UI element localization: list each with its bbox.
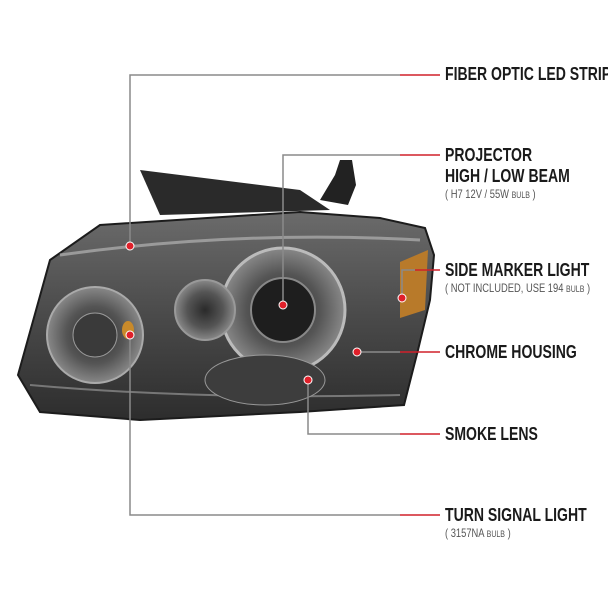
- projector-beam-label: HIGH / LOW BEAM: [445, 166, 570, 186]
- note-small: BULB: [566, 284, 585, 294]
- side-marker-dot: [397, 293, 407, 303]
- side-marker-lens: [400, 250, 428, 318]
- smoke-lens-label: SMOKE LENS: [445, 424, 538, 444]
- turn-signal-label: TURN SIGNAL LIGHT: [445, 505, 587, 525]
- fiber-optic-label: FIBER OPTIC LED STRIPS: [445, 64, 608, 84]
- note-text: ( NOT INCLUDED, USE 194: [445, 281, 564, 295]
- note-text: ( 3157NA: [445, 526, 485, 540]
- chrome-housing-label: CHROME HOUSING: [445, 342, 577, 362]
- chrome-housing-marker-dot: [352, 347, 362, 357]
- projector-marker-dot: [278, 300, 288, 310]
- projector-callout: PROJECTOR HIGH / LOW BEAM ( H7 12V / 55W…: [445, 145, 570, 202]
- note-text: ( H7 12V / 55W: [445, 187, 509, 201]
- note-small: BULB: [486, 529, 505, 539]
- side-marker-callout: SIDE MARKER LIGHT ( NOT INCLUDED, USE 19…: [445, 260, 590, 296]
- projector-bulb-note: ( H7 12V / 55W BULB ): [445, 187, 570, 202]
- turn-signal-callout: TURN SIGNAL LIGHT ( 3157NA BULB ): [445, 505, 587, 541]
- note-close: ): [586, 281, 591, 295]
- note-close: ): [532, 187, 536, 201]
- fiber-optic-marker-dot: [125, 241, 135, 251]
- led-strip: [59, 235, 421, 257]
- note-small: BULB: [511, 190, 530, 200]
- turn-signal-bulb-note: ( 3157NA BULB ): [445, 526, 587, 541]
- note-close: ): [507, 526, 511, 540]
- mounting-bracket: [140, 160, 356, 215]
- smoke-lens-marker-dot: [303, 375, 313, 385]
- projector-label: PROJECTOR: [445, 145, 533, 165]
- turn-signal-marker-dot: [125, 330, 135, 340]
- side-marker-label: SIDE MARKER LIGHT: [445, 260, 590, 280]
- side-marker-bulb-note: ( NOT INCLUDED, USE 194 BULB ): [445, 281, 590, 296]
